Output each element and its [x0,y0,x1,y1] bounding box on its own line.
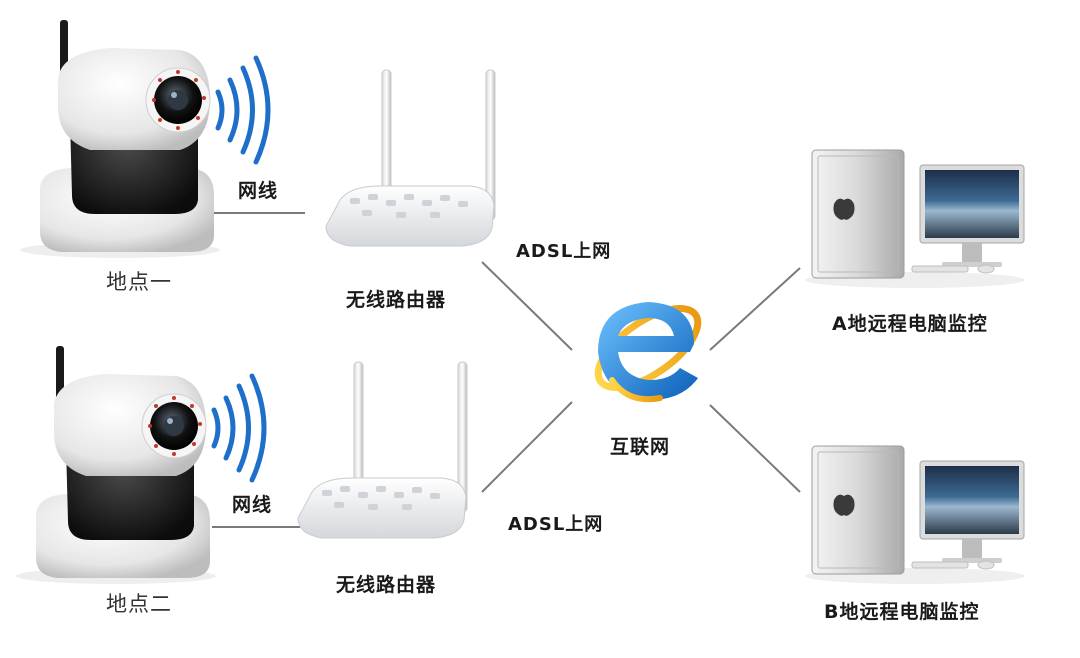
wifi-waves-icon [211,373,267,483]
uplink-line-site-a [481,261,573,351]
uplink-label-site-a: ADSL上网 [516,241,612,262]
wifi-waves-icon [215,55,271,165]
ip-camera-icon [20,20,220,258]
location-label-site-b: 地点二 [106,592,172,616]
internet-explorer-icon [594,302,702,403]
router-label-site-b: 无线路由器 [336,574,437,596]
ip-camera-icon [16,346,216,584]
monitor-label-a: A地远程电脑监控 [832,313,988,335]
cable-label-site-b: 网线 [232,494,273,516]
wireless-router-icon [325,69,496,247]
connector-lines [212,212,801,528]
location-label-site-a: 地点一 [106,270,172,294]
internet-label: 互联网 [610,436,671,458]
desktop-computer-icon [805,149,1025,288]
link-line-monitor-b [709,404,801,493]
uplink-label-site-b: ADSL上网 [508,514,604,535]
link-line-monitor-a [709,267,801,351]
router-label-site-a: 无线路由器 [346,289,447,311]
desktop-computer-icon [805,445,1025,584]
wireless-router-icon [297,361,468,539]
uplink-line-site-b [481,401,573,493]
cable-label-site-a: 网线 [238,180,279,202]
monitor-label-b: B地远程电脑监控 [824,601,980,623]
